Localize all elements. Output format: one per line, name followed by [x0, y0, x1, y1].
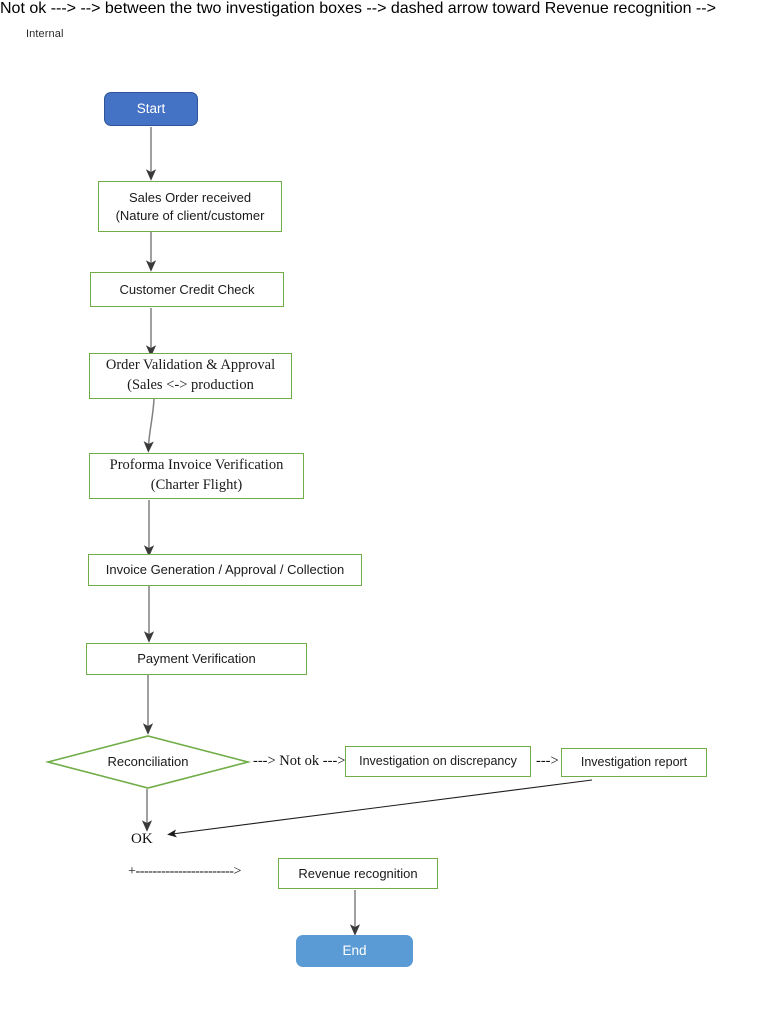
node-investigation-on-discrepancy[interactable]: Investigation on discrepancy	[345, 746, 531, 777]
node-invoice-generation[interactable]: Invoice Generation / Approval / Collecti…	[88, 554, 362, 586]
node-sales-order-line2: (Nature of client/customer	[115, 207, 265, 223]
node-proforma-line2: (Charter Flight)	[150, 477, 243, 493]
node-order-validation-line2: (Sales <-> production	[127, 377, 254, 393]
node-payment-verification[interactable]: Payment Verification	[86, 643, 307, 675]
node-customer-credit-check[interactable]: Customer Credit Check	[90, 272, 284, 307]
node-end-label: End	[342, 942, 367, 958]
node-proforma-invoice-verification[interactable]: Proforma Invoice Verification (Charter F…	[89, 453, 304, 499]
connector-label-to-report: --->	[536, 753, 559, 769]
node-revenue-recognition[interactable]: Revenue recognition	[278, 858, 438, 889]
node-end[interactable]: End	[296, 935, 413, 967]
node-sales-order-received[interactable]: Sales Order received (Nature of client/c…	[98, 181, 282, 232]
arrow-investigation-report-to-ok	[167, 779, 593, 838]
connector-label-ok: OK	[131, 831, 153, 847]
node-sales-order-line1: Sales Order received	[128, 189, 252, 205]
node-investigation-report-label: Investigation report	[580, 755, 688, 770]
node-payment-verification-label: Payment Verification	[137, 651, 256, 667]
arrow-order-validation-to-proforma	[143, 398, 155, 453]
node-start[interactable]: Start	[104, 92, 198, 126]
node-revenue-recognition-label: Revenue recognition	[298, 865, 418, 881]
node-investigation-report[interactable]: Investigation report	[561, 748, 707, 777]
node-customer-credit-check-label: Customer Credit Check	[119, 281, 255, 297]
classification-label: Internal	[26, 28, 64, 40]
node-start-label: Start	[136, 100, 166, 116]
node-order-validation-line1: Order Validation & Approval	[105, 357, 276, 374]
connector-label-ok-to-revenue: +----------------------->	[128, 864, 242, 879]
node-reconciliation-label: Reconciliation	[107, 754, 189, 769]
node-reconciliation[interactable]: Reconciliation	[48, 754, 248, 772]
node-proforma-line1: Proforma Invoice Verification	[109, 457, 284, 474]
node-invoice-generation-label: Invoice Generation / Approval / Collecti…	[105, 562, 345, 578]
connector-label-not-ok: ---> Not ok --->	[253, 753, 346, 769]
node-investigation-discrepancy-label: Investigation on discrepancy	[359, 754, 517, 769]
node-order-validation-approval[interactable]: Order Validation & Approval (Sales <-> p…	[89, 353, 292, 399]
